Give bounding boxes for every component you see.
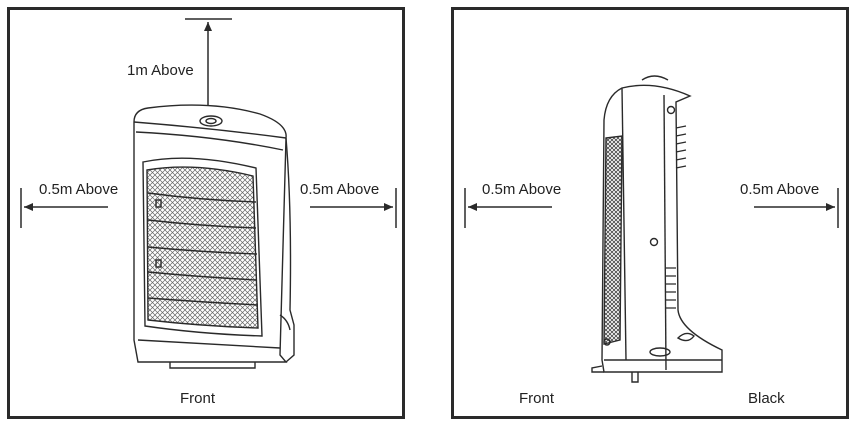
top-clearance-label: 1m Above — [127, 62, 194, 79]
heater-front-icon — [133, 104, 295, 369]
heater-side-icon — [591, 75, 723, 383]
side-view-drawing — [464, 75, 839, 383]
top-clearance-arrow-icon — [185, 18, 232, 115]
front-caption: Front — [519, 390, 555, 407]
right-clearance-label: 0.5m Above — [300, 181, 380, 198]
front-view-panel: 1m Above 0.5m Above 0.5m Above Front — [7, 7, 405, 419]
front-view-caption: Front — [180, 390, 216, 407]
left-clearance-arrow-icon — [20, 188, 108, 228]
right-clearance-label: 0.5m Above — [740, 181, 820, 198]
left-clearance-label: 0.5m Above — [482, 181, 562, 198]
right-clearance-arrow-icon — [310, 188, 397, 228]
left-clearance-arrow-icon — [464, 188, 552, 228]
front-view-drawing — [20, 18, 397, 369]
back-caption: Black — [748, 390, 785, 407]
right-clearance-arrow-icon — [754, 188, 839, 228]
side-view-panel: 0.5m Above 0.5m Above Front Black — [451, 7, 849, 419]
left-clearance-label: 0.5m Above — [39, 181, 119, 198]
